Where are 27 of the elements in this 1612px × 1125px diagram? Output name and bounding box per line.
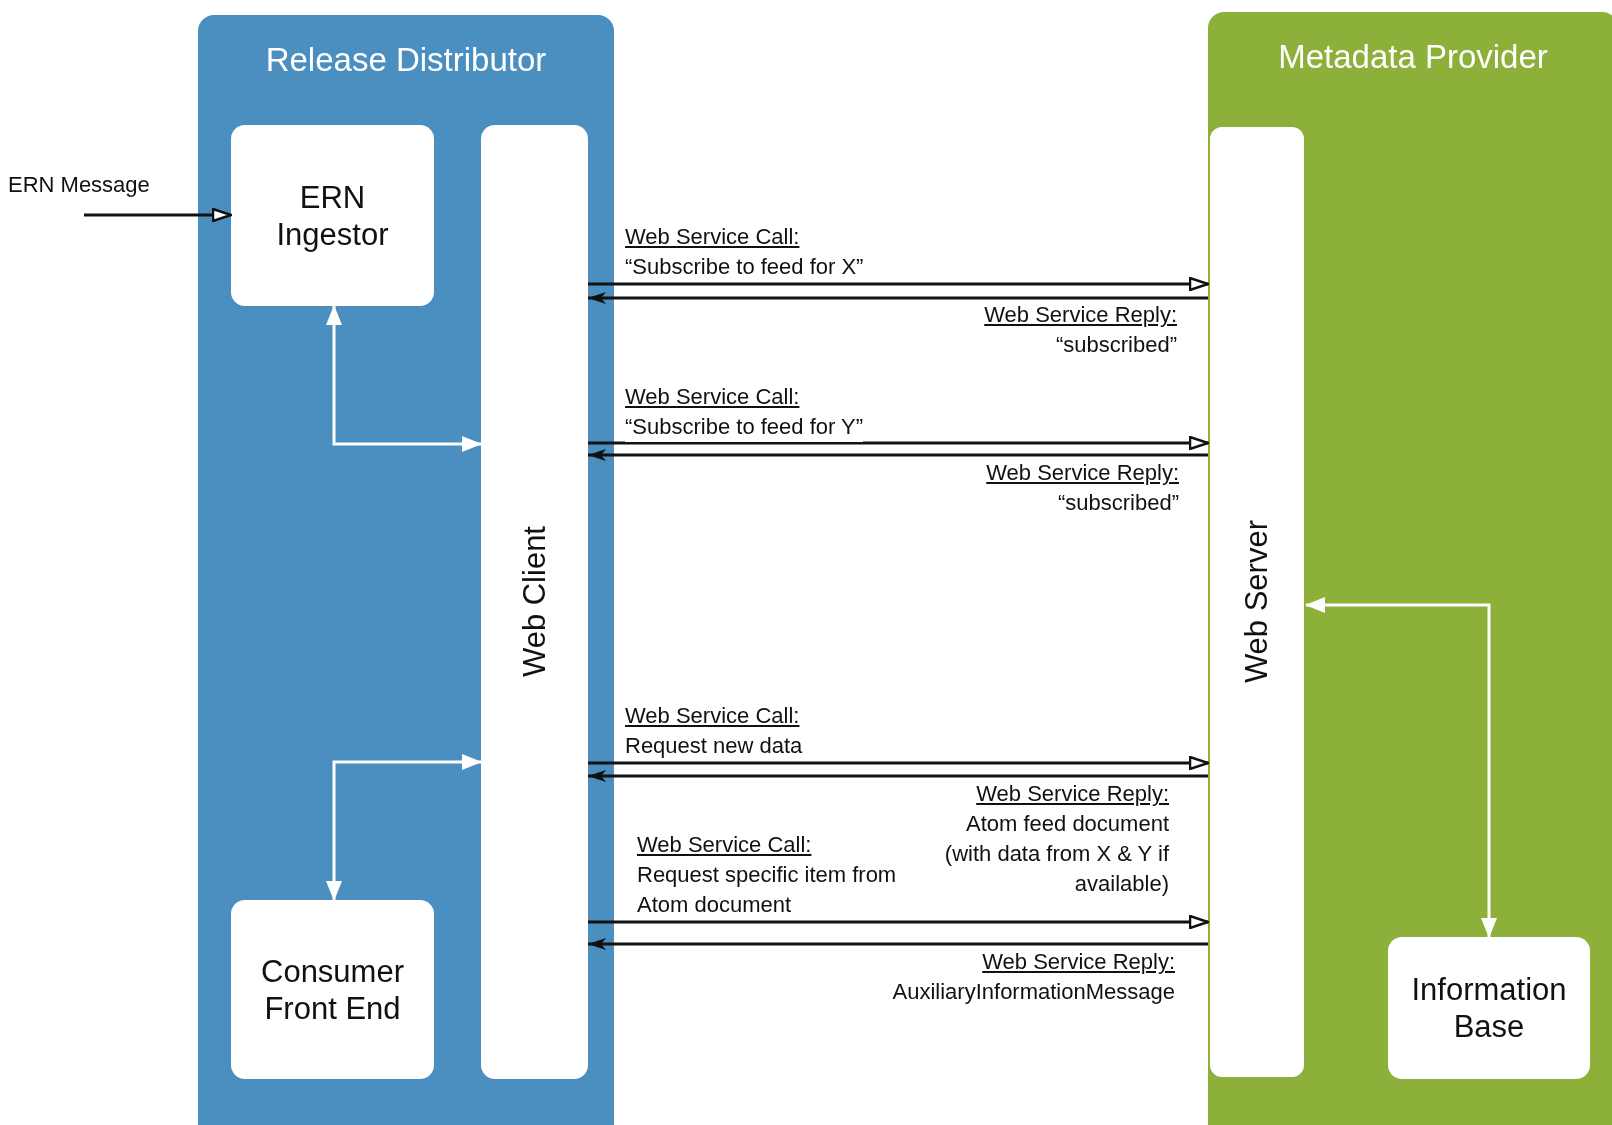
arrow bbox=[588, 755, 1210, 771]
arrow bbox=[588, 449, 1208, 461]
group-panel bbox=[1208, 12, 1612, 1125]
arrow bbox=[588, 276, 1210, 292]
arrow bbox=[588, 770, 1208, 782]
component-label: Information Base bbox=[1410, 971, 1568, 1045]
input-label: ERN Message bbox=[8, 172, 150, 198]
arrow bbox=[326, 754, 482, 901]
arrow bbox=[588, 938, 1208, 950]
component-label: Consumer Front End bbox=[260, 952, 405, 1027]
group-panel bbox=[198, 15, 614, 1125]
arrow bbox=[1305, 597, 1497, 938]
arrow bbox=[82, 207, 233, 223]
component-box bbox=[481, 125, 588, 1079]
panel-title: Release Distributor bbox=[264, 41, 548, 79]
arrow bbox=[588, 914, 1210, 930]
component-box bbox=[1208, 125, 1306, 1079]
component-label: Web Server bbox=[1239, 520, 1275, 684]
component-box bbox=[231, 125, 434, 306]
component-label: Web Client bbox=[516, 526, 553, 678]
arrow bbox=[326, 305, 482, 452]
panel-title: Metadata Provider bbox=[1277, 38, 1549, 76]
component-box bbox=[231, 900, 434, 1079]
component-label: ERN Ingestor bbox=[275, 178, 390, 253]
arrow bbox=[588, 292, 1208, 304]
arrow bbox=[588, 435, 1210, 451]
component-box bbox=[1388, 937, 1590, 1079]
